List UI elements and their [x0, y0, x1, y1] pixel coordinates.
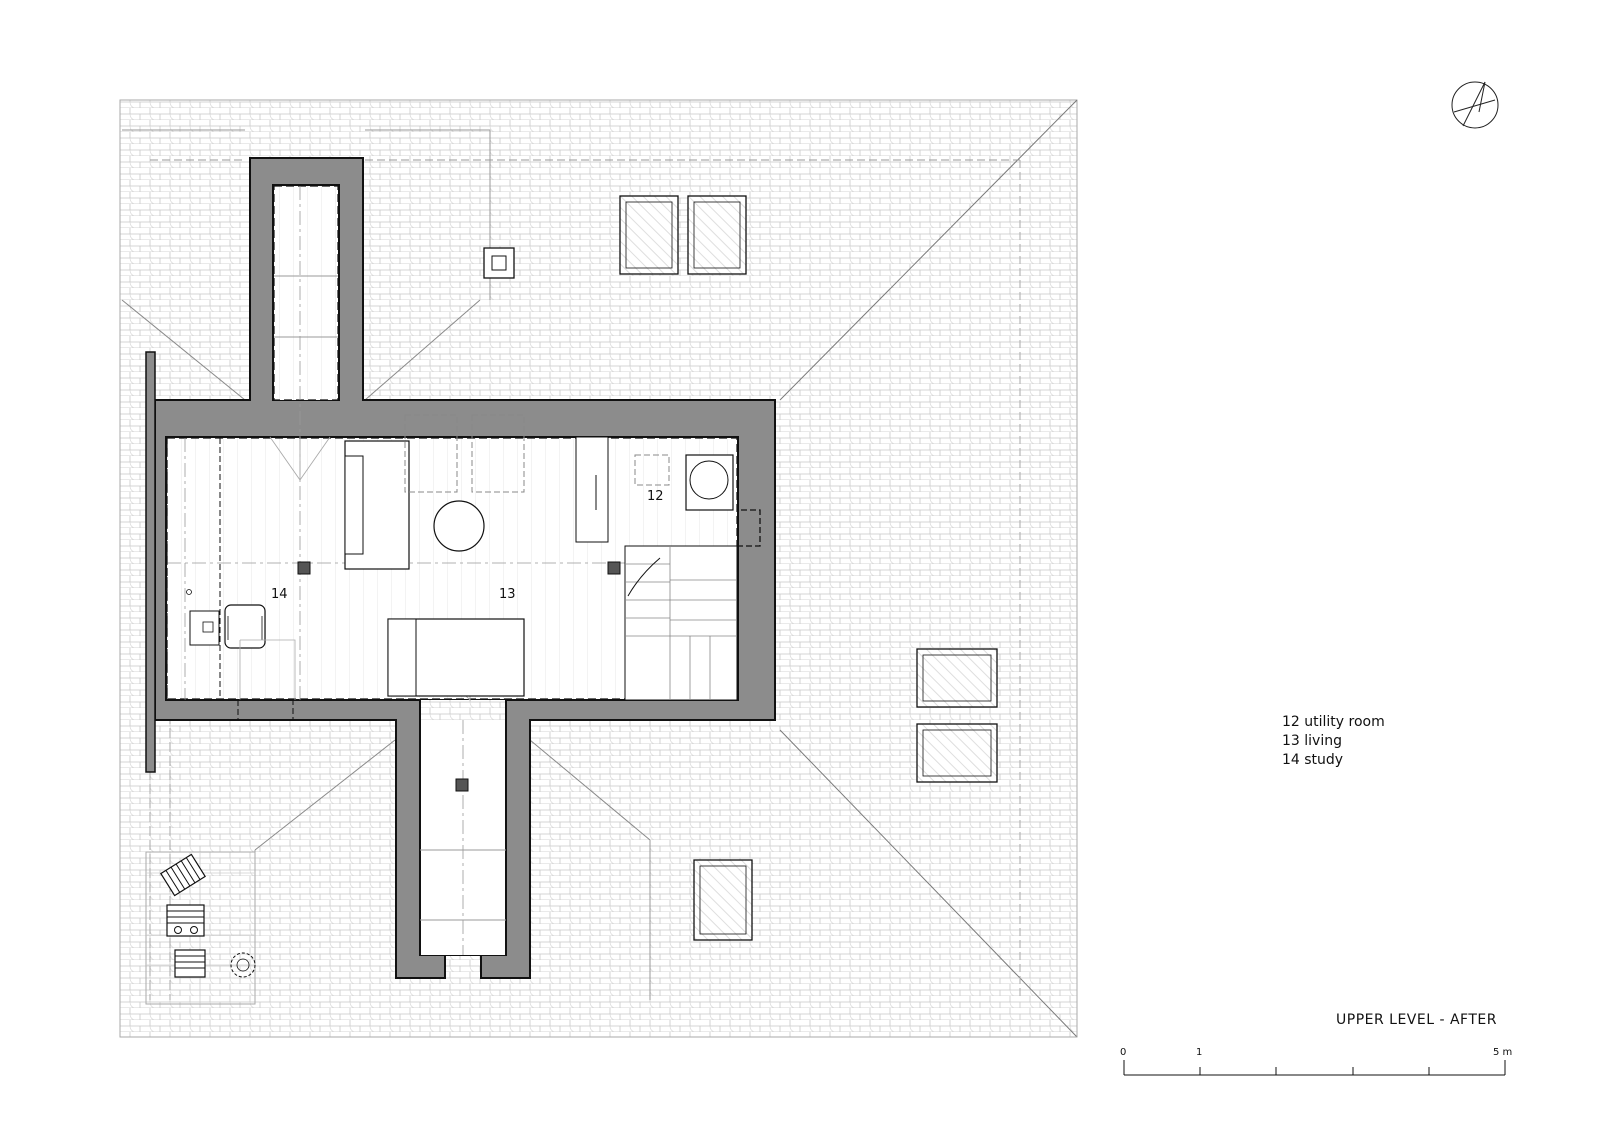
skylight — [693, 859, 753, 941]
skylight — [916, 723, 998, 783]
room-number-study: 14 — [271, 587, 288, 602]
posts — [297, 561, 621, 792]
desk — [189, 610, 220, 646]
sun-lounger — [160, 853, 206, 897]
sun-lounger — [166, 904, 205, 937]
room-number-utility: 12 — [647, 489, 664, 504]
walls — [145, 157, 776, 979]
legend-item-utility: 12 utility room — [1282, 714, 1385, 730]
roof-chimney — [483, 247, 515, 279]
scale-label-0: 0 — [1120, 1047, 1126, 1058]
staircase — [624, 545, 738, 701]
drawing-title: UPPER LEVEL - AFTER — [1336, 1012, 1497, 1028]
skylight — [916, 648, 998, 708]
skylights — [619, 195, 998, 941]
skylight — [687, 195, 747, 275]
room-number-living: 13 — [499, 587, 516, 602]
desk-chair — [224, 604, 266, 649]
scale-label-5m: 5 m — [1493, 1047, 1512, 1058]
legend-item-study: 14 study — [1282, 752, 1344, 768]
room-legend: 12 utility room 13 living 14 study — [1282, 713, 1385, 770]
furniture — [166, 414, 738, 721]
terrace — [145, 851, 256, 1005]
north-arrow-icon — [1451, 81, 1499, 129]
scale-label-1: 1 — [1196, 1047, 1202, 1058]
scale-bar: 0 1 5 m — [1120, 1047, 1512, 1076]
legend-item-living: 13 living — [1282, 733, 1342, 749]
sun-lounger — [174, 949, 206, 978]
plant — [230, 952, 256, 978]
skylight — [619, 195, 679, 275]
round-table — [433, 500, 485, 552]
